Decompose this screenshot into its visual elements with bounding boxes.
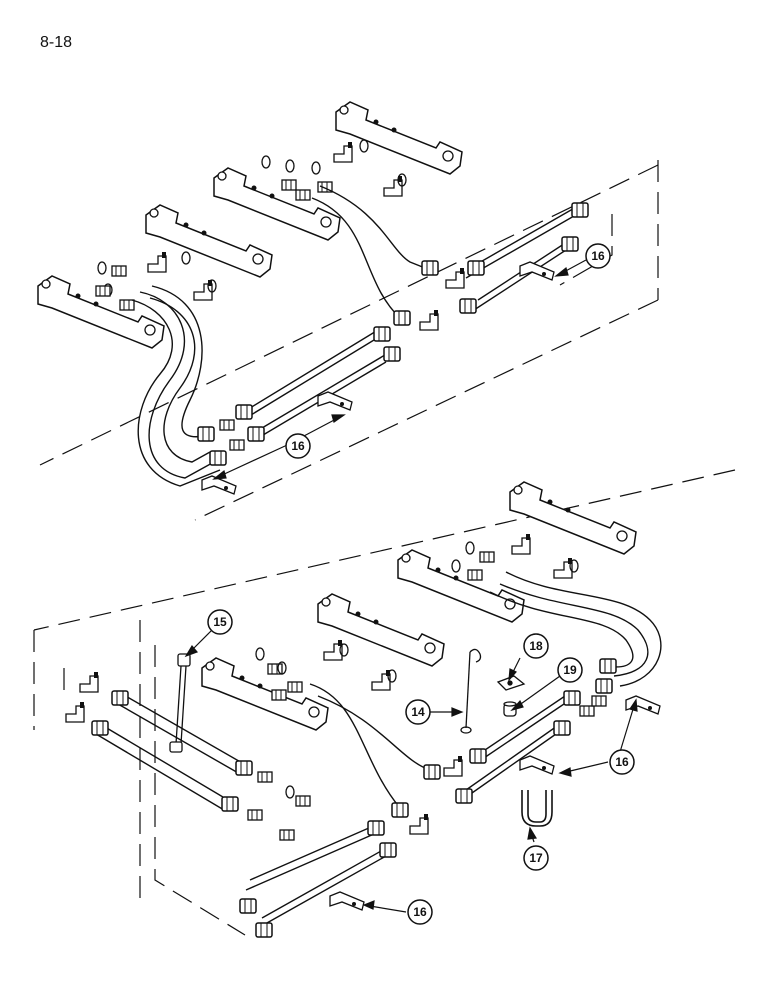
connector-fitting	[247, 809, 263, 821]
callout-15: 15	[207, 609, 233, 635]
svg-text:14: 14	[411, 705, 425, 719]
connector-fitting	[591, 695, 607, 707]
cylinder-arm	[213, 167, 341, 241]
hose-nut	[209, 450, 227, 466]
hose-nut	[373, 326, 391, 342]
hose-nut	[197, 426, 215, 442]
hose-nut	[235, 404, 253, 420]
svg-text:18: 18	[529, 639, 543, 653]
upper-leader-lines	[212, 259, 587, 480]
connector-fitting	[257, 771, 273, 783]
callout-19: 19	[557, 657, 583, 683]
callout-17: 17	[523, 845, 549, 871]
pin-part-15	[169, 653, 191, 753]
hose-nut	[379, 842, 397, 858]
hose-nut	[391, 802, 409, 818]
rod-part-14	[460, 648, 482, 734]
callout-18: 18	[523, 633, 549, 659]
svg-text:16: 16	[413, 905, 427, 919]
elbow-fitting	[443, 755, 463, 777]
elbow-fitting	[445, 267, 465, 289]
hose-bracket	[317, 391, 353, 411]
callout-16-upper-left: 16	[285, 433, 311, 459]
hose-nut	[595, 678, 613, 694]
connector-fitting	[219, 419, 235, 431]
svg-text:16: 16	[291, 439, 305, 453]
hose-nut	[367, 820, 385, 836]
lower-left-hoses	[95, 693, 391, 929]
hose-nut	[563, 690, 581, 706]
hose-nut	[455, 788, 473, 804]
bushing-part-19	[503, 701, 517, 717]
upper-straight-hoses	[245, 205, 579, 439]
hose-nut	[571, 202, 589, 218]
callout-14: 14	[405, 699, 431, 725]
cylinder-arm	[201, 657, 329, 731]
connector-fitting	[295, 795, 311, 807]
hose-nut	[561, 236, 579, 252]
upper-dashed-boundary	[39, 160, 659, 521]
hose-nut	[255, 922, 273, 938]
callout-16-lower: 16	[407, 899, 433, 925]
hose-bracket	[519, 755, 555, 775]
hose-nut	[553, 720, 571, 736]
callout-16-lower-right: 16	[609, 749, 635, 775]
lower-right-straight-hoses	[461, 693, 569, 801]
hose-nut	[393, 310, 411, 326]
hose-nut	[421, 260, 439, 276]
o-ring	[285, 785, 295, 799]
hose-nut	[469, 748, 487, 764]
hose-nut	[91, 720, 109, 736]
elbow-fitting	[79, 671, 99, 693]
u-bolt-part-17	[521, 790, 553, 827]
connector-fitting	[279, 829, 295, 841]
lower-long-hoses	[309, 571, 662, 809]
hose-bracket	[625, 695, 661, 715]
hose-nut	[599, 658, 617, 674]
elbow-fitting	[419, 309, 439, 331]
hose-nut	[383, 346, 401, 362]
svg-text:15: 15	[213, 615, 227, 629]
hose-nut	[423, 764, 441, 780]
upper-fittings	[95, 139, 407, 311]
svg-text:19: 19	[563, 663, 577, 677]
svg-text:17: 17	[529, 851, 543, 865]
hose-nut	[467, 260, 485, 276]
elbow-fitting	[65, 701, 85, 723]
elbow-fitting	[409, 813, 429, 835]
page-number: 8-18	[40, 34, 73, 51]
connector-fitting	[229, 439, 245, 451]
hose-nut	[459, 298, 477, 314]
lower-leader-lines	[184, 629, 638, 913]
clip-part-18	[496, 675, 526, 691]
hose-nut	[239, 898, 257, 914]
connector-fitting	[579, 705, 595, 717]
hose-nut	[247, 426, 265, 442]
hose-bracket	[329, 891, 365, 911]
upper-long-hoses	[131, 185, 431, 487]
callout-16-upper-right: 16	[585, 243, 611, 269]
hose-nut	[221, 796, 239, 812]
svg-text:16: 16	[591, 249, 605, 263]
svg-text:16: 16	[615, 755, 629, 769]
cylinder-arm	[335, 101, 463, 175]
hose-nut	[235, 760, 253, 776]
hose-nut	[111, 690, 129, 706]
